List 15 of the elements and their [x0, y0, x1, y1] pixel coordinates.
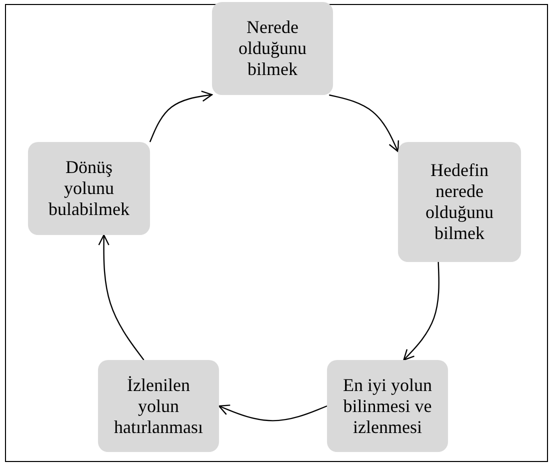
node-label: İzlenilen yolun hatırlanması — [114, 374, 203, 438]
process-box — [98, 360, 219, 452]
arrow — [149, 90, 213, 142]
process-box — [398, 142, 521, 262]
arrow — [403, 262, 440, 361]
node-label: Hedefin nerede olduğunu bilmek — [424, 160, 494, 244]
process-box — [327, 360, 448, 452]
arrow — [218, 404, 328, 422]
process-box — [212, 2, 333, 95]
node-label: Nerede olduğunu bilmek — [237, 17, 308, 80]
node-label: Dönüş yolunu bulabilmek — [48, 157, 130, 220]
process-box — [28, 142, 150, 235]
arrow — [329, 94, 399, 152]
arrow — [98, 234, 144, 360]
node-label: En iyi yolun bilinmesi ve izlenmesi — [343, 374, 432, 438]
